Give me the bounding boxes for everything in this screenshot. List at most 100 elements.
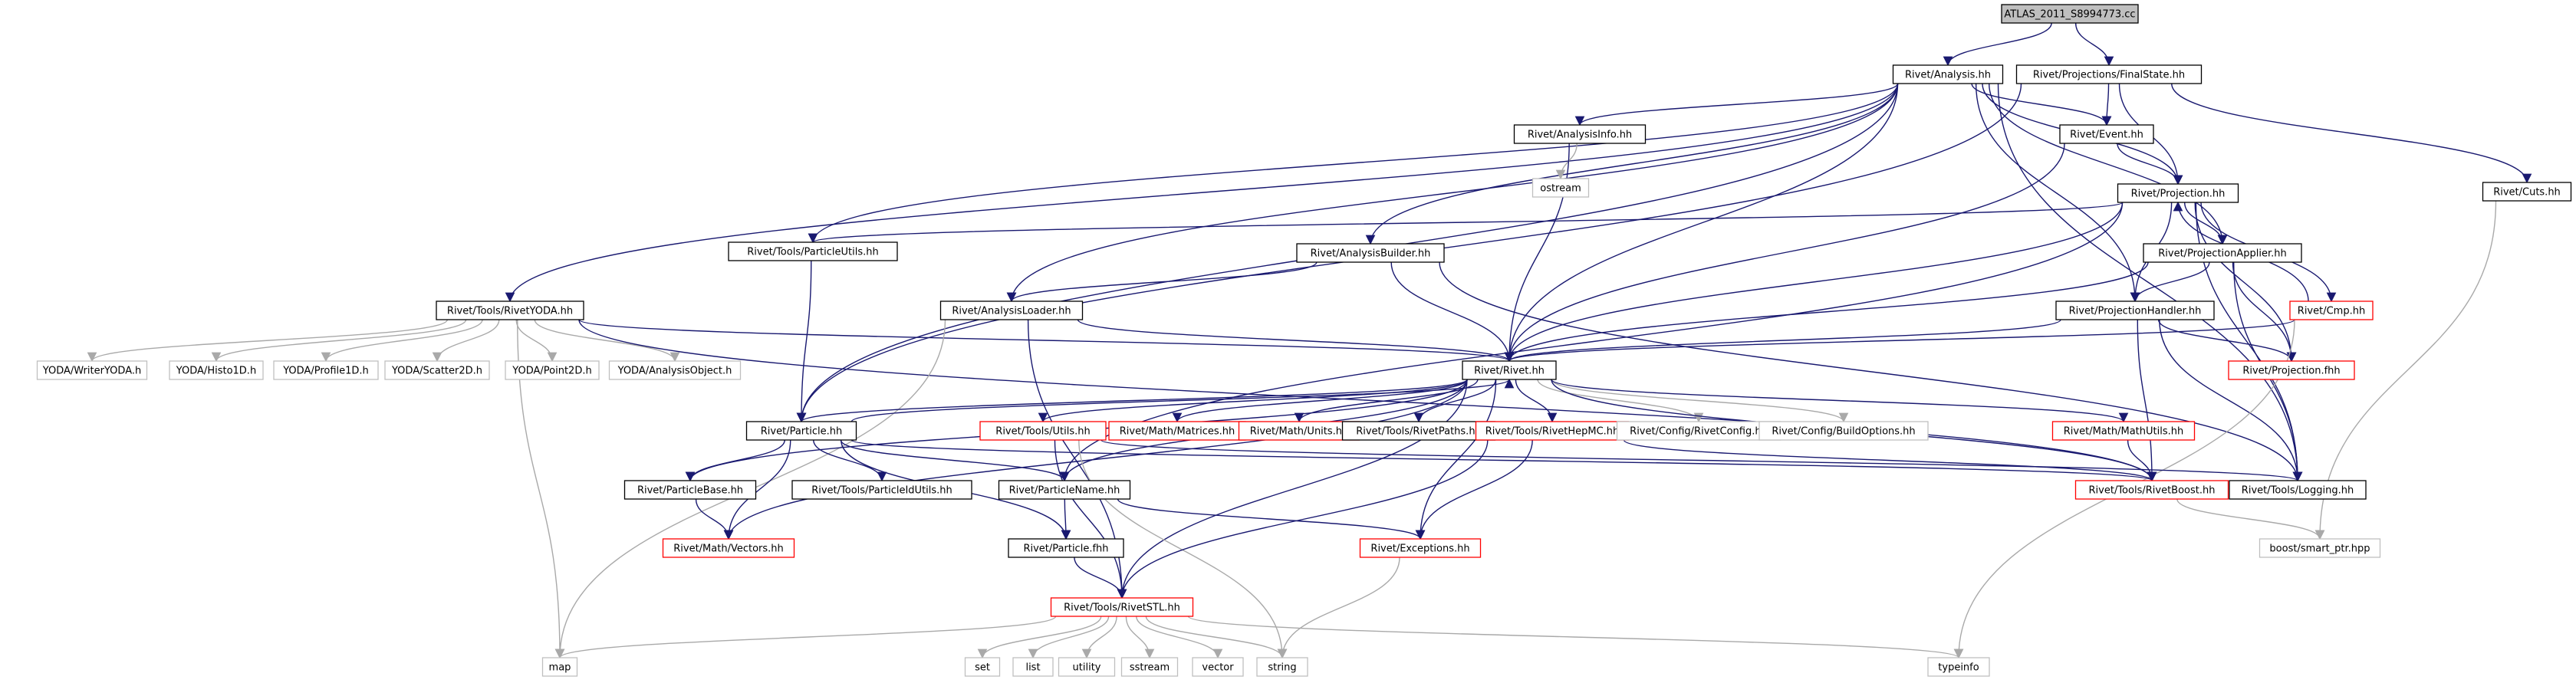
edge-rivetstl-to-map xyxy=(554,616,1057,659)
edge-cuts-to-smartptr xyxy=(2314,200,2497,540)
edge-analysisbuilder-to-rivet xyxy=(1390,261,1515,363)
edge-projhandler-to-rivetboost xyxy=(2137,319,2157,482)
node-analysisloader[interactable]: Rivet/AnalysisLoader.hh xyxy=(939,300,1084,320)
node-particleidutils[interactable]: Rivet/Tools/ParticleIdUtils.hh xyxy=(791,480,972,500)
node-rivetstl[interactable]: Rivet/Tools/RivetSTL.hh xyxy=(1050,597,1194,617)
edge-event-to-rivet xyxy=(1504,143,2065,363)
node-label: Rivet/Config/RivetConfig.hh xyxy=(1630,426,1768,438)
edge-particle-to-particlebase xyxy=(685,439,785,482)
edge-rivet-to-buildoptions xyxy=(1551,379,1849,423)
node-logging[interactable]: Rivet/Tools/Logging.hh xyxy=(2229,480,2367,500)
edge-exceptions-to-string xyxy=(1277,557,1400,659)
node-label: list xyxy=(1025,662,1040,674)
node-rivet[interactable]: Rivet/Rivet.hh xyxy=(1462,360,1557,380)
edge-particlebase-to-vectors xyxy=(695,498,734,540)
node-scatter2d[interactable]: YODA/Scatter2D.h xyxy=(384,360,490,380)
node-box xyxy=(1108,421,1246,441)
node-units[interactable]: Rivet/Math/Units.hh xyxy=(1238,421,1360,441)
node-matrices[interactable]: Rivet/Math/Matrices.hh xyxy=(1108,421,1246,441)
node-cmp[interactable]: Rivet/Cmp.hh xyxy=(2289,300,2374,320)
node-label: Rivet/ProjectionApplier.hh xyxy=(2158,248,2286,260)
node-smartptr[interactable]: boost/smart_ptr.hpp xyxy=(2259,538,2381,558)
node-writeryoda[interactable]: YODA/WriterYODA.h xyxy=(36,360,148,380)
edge-rivethepmc-to-rivetstl xyxy=(1117,439,1489,599)
edge-projhandler-to-logging xyxy=(2159,319,2303,482)
node-sstream[interactable]: sstream xyxy=(1120,657,1179,677)
node-projhandler[interactable]: Rivet/ProjectionHandler.hh xyxy=(2055,300,2215,320)
edge-rivet-to-matrices xyxy=(1172,379,1468,423)
edge-rivet-to-rivetconfig xyxy=(1537,379,1704,423)
edge-rivetboost-to-smartptr xyxy=(2176,498,2325,540)
node-label: string xyxy=(1268,662,1296,674)
node-rivetconfig[interactable]: Rivet/Config/RivetConfig.hh xyxy=(1616,421,1781,441)
node-utility[interactable]: utility xyxy=(1058,657,1116,677)
edge-toolsutils-to-string xyxy=(1078,439,1288,659)
node-projapplier[interactable]: Rivet/ProjectionApplier.hh xyxy=(2143,243,2302,263)
node-label: Rivet/Cuts.hh xyxy=(2493,187,2561,199)
node-particlebase[interactable]: Rivet/ParticleBase.hh xyxy=(623,480,757,500)
node-toolsutils[interactable]: Rivet/Tools/Utils.hh xyxy=(979,421,1107,441)
edge-rivetstl-to-string xyxy=(1145,616,1288,659)
node-label: Rivet/Tools/ParticleIdUtils.hh xyxy=(811,485,952,497)
node-analysisobject[interactable]: YODA/AnalysisObject.h xyxy=(608,360,742,380)
node-box xyxy=(1012,657,1054,677)
node-profile1d[interactable]: YODA/Profile1D.h xyxy=(273,360,379,380)
node-box xyxy=(1531,178,1590,198)
node-label: Rivet/ParticleBase.hh xyxy=(637,485,743,497)
edge-root-to-finalstate xyxy=(2074,22,2114,67)
node-analysisinfo[interactable]: Rivet/AnalysisInfo.hh xyxy=(1513,124,1647,144)
node-particleutils[interactable]: Rivet/Tools/ParticleUtils.hh xyxy=(728,241,898,261)
node-root[interactable]: ATLAS_2011_S8994773.cc xyxy=(2001,4,2139,24)
node-box xyxy=(169,360,264,380)
node-rivethepmc[interactable]: Rivet/Tools/RivetHepMC.hh xyxy=(1475,421,1630,441)
edge-analysis-to-analysisinfo xyxy=(1574,83,1899,126)
node-label: Rivet/Exceptions.hh xyxy=(1370,543,1469,555)
node-rivetpaths[interactable]: Rivet/Tools/RivetPaths.hh xyxy=(1341,421,1496,441)
edge-rivetyoda-to-histo1d xyxy=(211,319,467,363)
node-particlefhh[interactable]: Rivet/Particle.fhh xyxy=(1008,538,1124,558)
node-buildoptions[interactable]: Rivet/Config/BuildOptions.hh xyxy=(1758,421,1929,441)
node-typeinfo[interactable]: typeinfo xyxy=(1927,657,1990,677)
node-vectors[interactable]: Rivet/Math/Vectors.hh xyxy=(662,538,795,558)
node-label: YODA/AnalysisObject.h xyxy=(617,366,732,377)
node-label: Rivet/AnalysisBuilder.hh xyxy=(1311,248,1431,260)
node-histo1d[interactable]: YODA/Histo1D.h xyxy=(169,360,264,380)
node-box xyxy=(662,538,795,558)
node-map[interactable]: map xyxy=(541,657,578,677)
node-label: vector xyxy=(1202,662,1234,674)
node-box xyxy=(608,360,742,380)
node-mathutils[interactable]: Rivet/Math/MathUtils.hh xyxy=(2051,421,2196,441)
node-point2d[interactable]: YODA/Point2D.h xyxy=(505,360,600,380)
node-rivetboost[interactable]: Rivet/Tools/RivetBoost.hh xyxy=(2074,480,2229,500)
node-finalstate[interactable]: Rivet/Projections/FinalState.hh xyxy=(2015,64,2203,84)
edge-rivetyoda-to-rivetboost xyxy=(578,319,2157,482)
edge-particlename-to-particlefhh xyxy=(1061,498,1071,540)
node-ostream[interactable]: ostream xyxy=(1531,178,1590,198)
node-box xyxy=(1927,657,1990,677)
edge-analysis-to-particleutils xyxy=(808,83,1899,244)
node-analysisbuilder[interactable]: Rivet/AnalysisBuilder.hh xyxy=(1296,243,1445,263)
node-vector[interactable]: vector xyxy=(1192,657,1244,677)
node-particlename[interactable]: Rivet/ParticleName.hh xyxy=(998,480,1131,500)
edge-rivethepmc-to-exceptions xyxy=(1415,439,1533,540)
node-rivetyoda[interactable]: Rivet/Tools/RivetYODA.hh xyxy=(436,300,584,320)
node-string[interactable]: string xyxy=(1256,657,1308,677)
node-projfhh[interactable]: Rivet/Projection.fhh xyxy=(2228,360,2355,380)
node-cuts[interactable]: Rivet/Cuts.hh xyxy=(2482,182,2572,202)
node-box xyxy=(2055,300,2215,320)
edge-projection-to-projfhh xyxy=(2194,202,2297,363)
node-label: YODA/Histo1D.h xyxy=(176,366,256,377)
edge-analysis-to-analysisbuilder xyxy=(1365,83,1899,245)
edge-analysis-to-rivetyoda xyxy=(505,83,1899,303)
node-label: Rivet/Projection.fhh xyxy=(2242,366,2340,377)
edge-rivetstl-to-list xyxy=(1028,616,1110,659)
node-set[interactable]: set xyxy=(964,657,1001,677)
edge-rivetstl-to-utility xyxy=(1081,616,1117,659)
node-label: ATLAS_2011_S8994773.cc xyxy=(2004,9,2135,21)
node-list[interactable]: list xyxy=(1012,657,1054,677)
node-projection[interactable]: Rivet/Projection.hh xyxy=(2117,183,2239,203)
node-exceptions[interactable]: Rivet/Exceptions.hh xyxy=(1359,538,1482,558)
node-event[interactable]: Rivet/Event.hh xyxy=(2059,124,2154,144)
node-analysis[interactable]: Rivet/Analysis.hh xyxy=(1892,64,2004,84)
node-particle[interactable]: Rivet/Particle.hh xyxy=(745,421,857,441)
